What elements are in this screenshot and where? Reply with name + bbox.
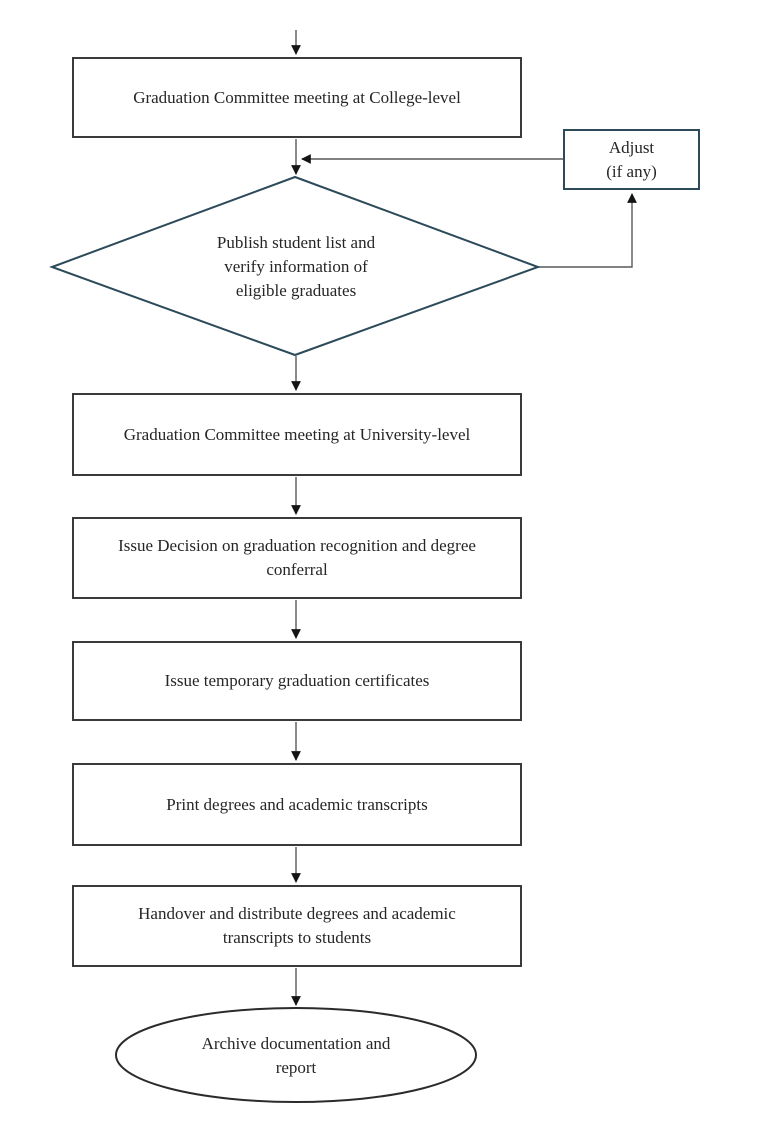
terminator-ellipse-shape bbox=[115, 1007, 477, 1103]
process-handover-distribute: Handover and distribute degrees and acad… bbox=[72, 885, 522, 967]
decision-diamond-shape bbox=[49, 175, 541, 357]
process-college-meeting: Graduation Committee meeting at College-… bbox=[72, 57, 522, 138]
connector-group bbox=[291, 30, 637, 1006]
process-print-degrees: Print degrees and academic transcripts bbox=[72, 763, 522, 846]
process-issue-decision: Issue Decision on graduation recognition… bbox=[72, 517, 522, 599]
connector-decision-to-adjust bbox=[538, 193, 637, 268]
process-university-meeting: Graduation Committee meeting at Universi… bbox=[72, 393, 522, 476]
process-adjust: Adjust (if any) bbox=[563, 129, 700, 190]
process-issue-temp-certificates: Issue temporary graduation certificates bbox=[72, 641, 522, 721]
